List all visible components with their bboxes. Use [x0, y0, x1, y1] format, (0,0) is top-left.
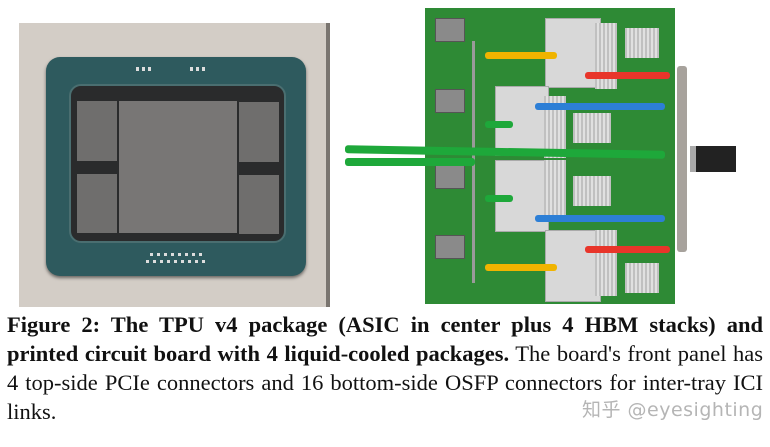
heatsink-3	[544, 160, 566, 222]
hbm-stack-top-right	[239, 102, 279, 162]
coolant-tube-blue	[535, 103, 665, 110]
coolant-tube-yellow	[485, 52, 557, 59]
caption-body-text: The board's front panel has 4 top-side P…	[7, 341, 763, 424]
osfp-connector	[435, 18, 465, 42]
package-lid	[69, 84, 286, 243]
osfp-connector	[435, 165, 465, 189]
capacitor	[196, 67, 199, 71]
photo-edge	[326, 23, 330, 307]
asic-die	[119, 101, 237, 233]
heatsink-2	[544, 96, 566, 158]
caption-label: Figure 2:	[7, 312, 101, 337]
capacitor-row	[150, 253, 202, 256]
capacitor	[142, 67, 145, 71]
coolant-manifold	[677, 66, 687, 252]
capacitor	[202, 67, 205, 71]
pcb-board-photo	[345, 8, 745, 304]
capacitor-row	[146, 260, 206, 263]
figure-caption: Figure 2: The TPU v4 package (ASIC in ce…	[7, 310, 763, 426]
pump-motor	[690, 146, 736, 172]
capacitor	[148, 67, 151, 71]
watermark: 知乎 @eyesighting	[582, 399, 764, 421]
vrm-heatsink	[573, 113, 611, 143]
capacitor	[190, 67, 193, 71]
coolant-outlet-tube	[345, 158, 475, 166]
coolant-tube-blue	[535, 215, 665, 222]
heatsink-1	[595, 23, 617, 89]
coolant-tube-red	[585, 246, 670, 253]
vrm-heatsink	[625, 28, 659, 58]
osfp-connector	[435, 235, 465, 259]
package-substrate	[46, 57, 306, 276]
heatsink-4	[595, 230, 617, 296]
capacitor	[136, 67, 139, 71]
coolant-tube-green-short	[485, 195, 513, 202]
tpu-package-photo	[19, 23, 330, 307]
hbm-stack-top-left	[77, 101, 117, 161]
vrm-heatsink	[625, 263, 659, 293]
coolant-tube-green-short	[485, 121, 513, 128]
coolant-tube-yellow	[485, 264, 557, 271]
vrm-heatsink	[573, 176, 611, 206]
hbm-stack-bottom-left	[77, 174, 117, 233]
hbm-stack-bottom-right	[239, 175, 279, 234]
osfp-connector	[435, 89, 465, 113]
coolant-tube-red	[585, 72, 670, 79]
caption-bold-text: The TPU v4 package (ASIC in center plus …	[7, 312, 763, 366]
